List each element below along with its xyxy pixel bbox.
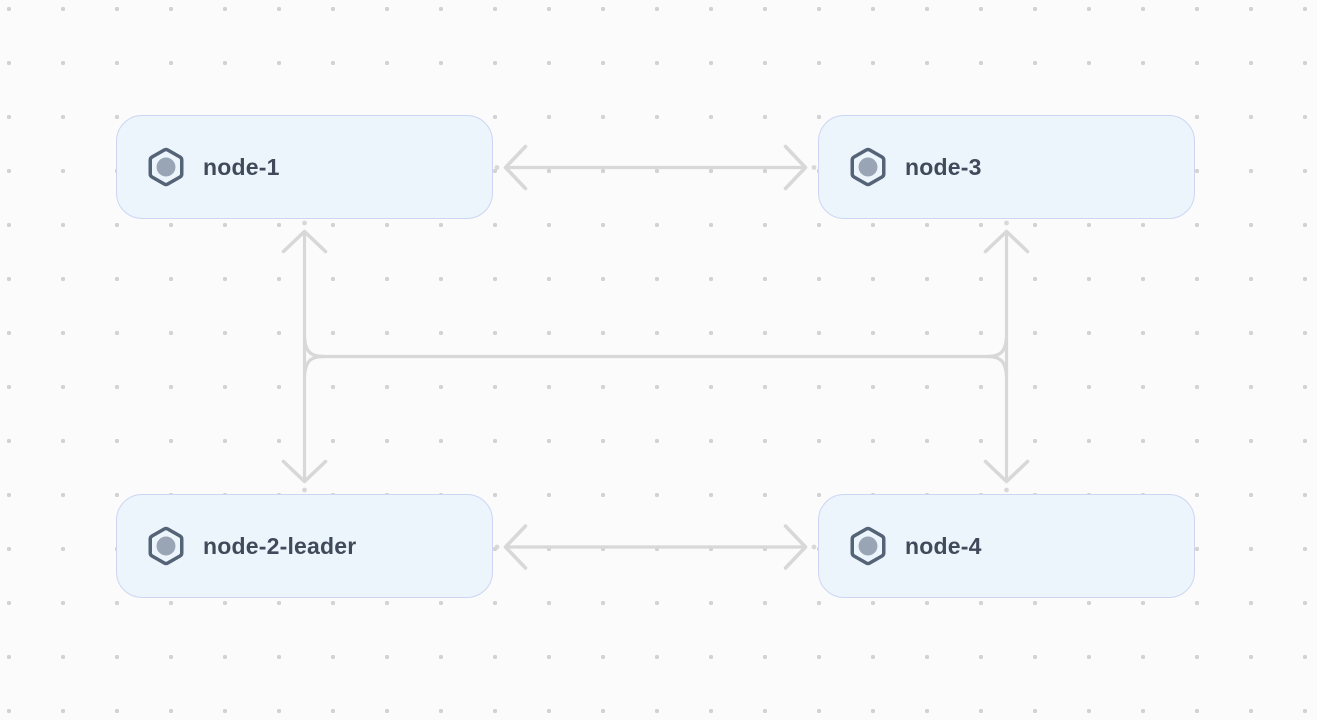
- graph-node-node-4[interactable]: node-4: [818, 494, 1195, 598]
- hexagon-node-icon: [847, 525, 889, 567]
- node-label: node-3: [905, 153, 982, 180]
- node-label: node-2-leader: [203, 532, 357, 559]
- node-label: node-4: [905, 532, 982, 559]
- graph-node-node-1[interactable]: node-1: [116, 115, 493, 219]
- hexagon-node-icon: [145, 525, 187, 567]
- graph-node-node-3[interactable]: node-3: [818, 115, 1195, 219]
- hexagon-node-icon: [847, 146, 889, 188]
- node-label: node-1: [203, 153, 280, 180]
- graph-node-node-2-leader[interactable]: node-2-leader: [116, 494, 493, 598]
- hexagon-node-icon: [145, 146, 187, 188]
